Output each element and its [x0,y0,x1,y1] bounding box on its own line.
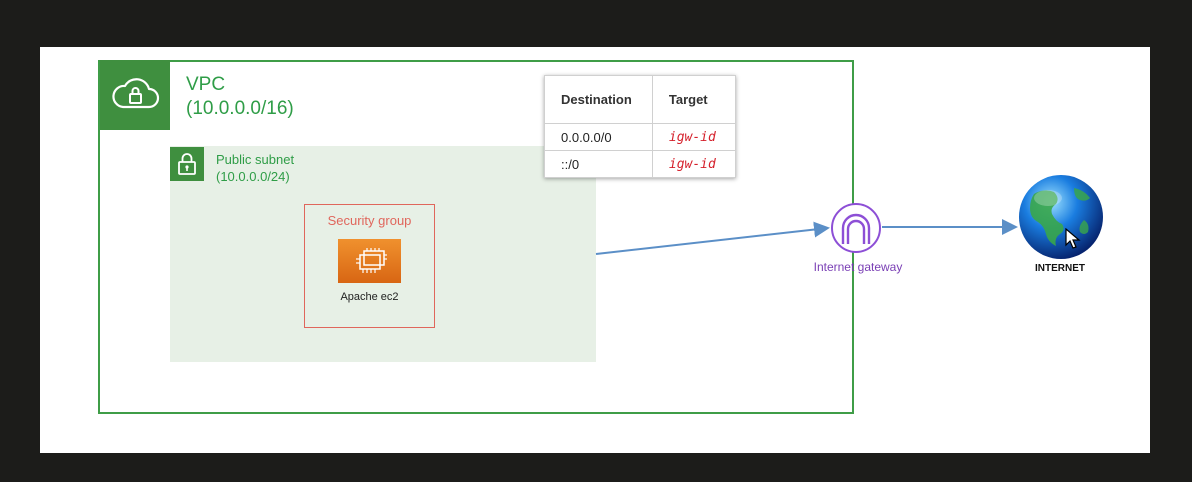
subnet-cidr: (10.0.0.0/24) [216,169,290,184]
route-table-header-row: Destination Target [544,75,737,124]
target-header: Target [651,75,737,124]
target-cell: igw-id [651,123,737,151]
subnet-title: Public subnet (10.0.0.0/24) [216,151,294,185]
gateway-arch-icon [831,203,881,253]
slide-canvas: VPC (10.0.0.0/16) Public subnet (10.0.0.… [40,47,1150,453]
subnet-to-gateway-arrow [595,221,830,255]
security-group-container [304,204,435,328]
globe-icon [1019,175,1103,259]
ec2-instance-label: Apache ec2 [340,291,399,303]
table-row: 0.0.0.0/0 igw-id [544,123,737,151]
cloud-lock-icon [100,60,170,130]
internet-gateway-label: Internet gateway [813,260,903,274]
vpc-title: VPC (10.0.0.0/16) [186,73,294,121]
table-row: ::/0 igw-id [544,150,737,178]
vpc-label: VPC [186,74,226,95]
vpc-cidr: (10.0.0.0/16) [186,98,294,119]
destination-cell: 0.0.0.0/0 [544,123,653,151]
connection-arrows [595,203,1018,255]
ec2-chip-icon [338,239,401,283]
route-table: Destination Target 0.0.0.0/0 igw-id ::/0… [544,75,737,178]
subnet-label: Public subnet [216,152,295,167]
destination-cell: ::/0 [544,150,653,178]
security-group-label: Security group [327,213,412,228]
mouse-cursor-icon [1065,228,1081,249]
lock-icon [170,147,204,181]
destination-header: Destination [544,75,653,124]
target-cell: igw-id [651,150,737,178]
internet-label: INTERNET [1035,263,1085,274]
